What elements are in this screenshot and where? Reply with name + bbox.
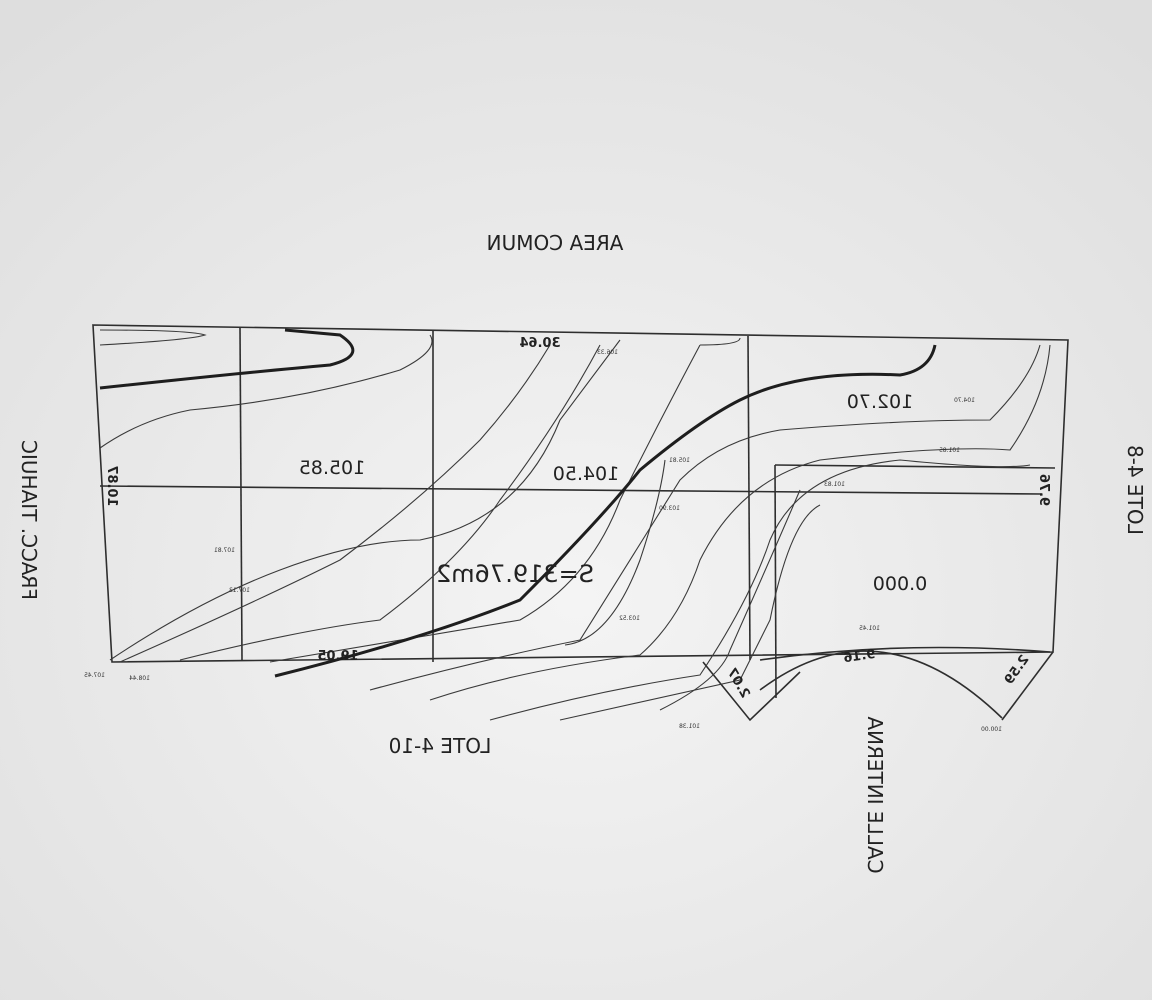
label-calle-interna: CALLE INTERNA	[863, 716, 887, 873]
contour-label-104-50: 104.50	[553, 463, 619, 485]
contour-label-102-70: 102.70	[847, 391, 913, 413]
spot-elevation: 107.13	[229, 587, 250, 594]
spot-elevation: 100.00	[981, 726, 1002, 733]
spot-elevation: 107.81	[214, 547, 235, 554]
dimension-left-side: 10.87	[104, 465, 119, 506]
dimension-top: 30.64	[519, 336, 560, 351]
dimension-curve: 9.16	[843, 647, 877, 666]
label-lote-4-10: LOTE 4-10	[389, 734, 492, 758]
label-area-comun: AREA COMUN	[487, 231, 624, 255]
dimension-bottom: 19.05	[317, 649, 358, 664]
spot-elevation: 101.83	[824, 481, 845, 488]
spot-elevation: 103.52	[619, 615, 640, 622]
dimension-right-side: 9.76	[1036, 474, 1051, 506]
contour-label-0-000: 0.000	[873, 573, 927, 595]
spot-elevation: 101.38	[679, 723, 700, 730]
label-lote-4-8: LOTE 4-8	[1123, 445, 1147, 535]
spot-elevation: 101.85	[939, 447, 960, 454]
lot-boundary	[92, 324, 1069, 722]
spot-elevation: 107.45	[84, 672, 105, 679]
spot-elevation: 104.70	[954, 397, 975, 404]
contour-lines	[99, 328, 1051, 721]
spot-elevation: 101.45	[859, 625, 880, 632]
area-label: S=319.76m2	[436, 560, 594, 588]
label-fracc-tiahuic: FRACC. TIAHUIC	[17, 440, 41, 600]
spot-elevation: 108.44	[129, 675, 150, 682]
spot-elevation: 103.90	[659, 505, 680, 512]
contour-label-105-85: 105.85	[299, 457, 365, 479]
spot-elevation: 105.81	[669, 457, 690, 464]
spot-elevation: 106.33	[597, 349, 618, 356]
